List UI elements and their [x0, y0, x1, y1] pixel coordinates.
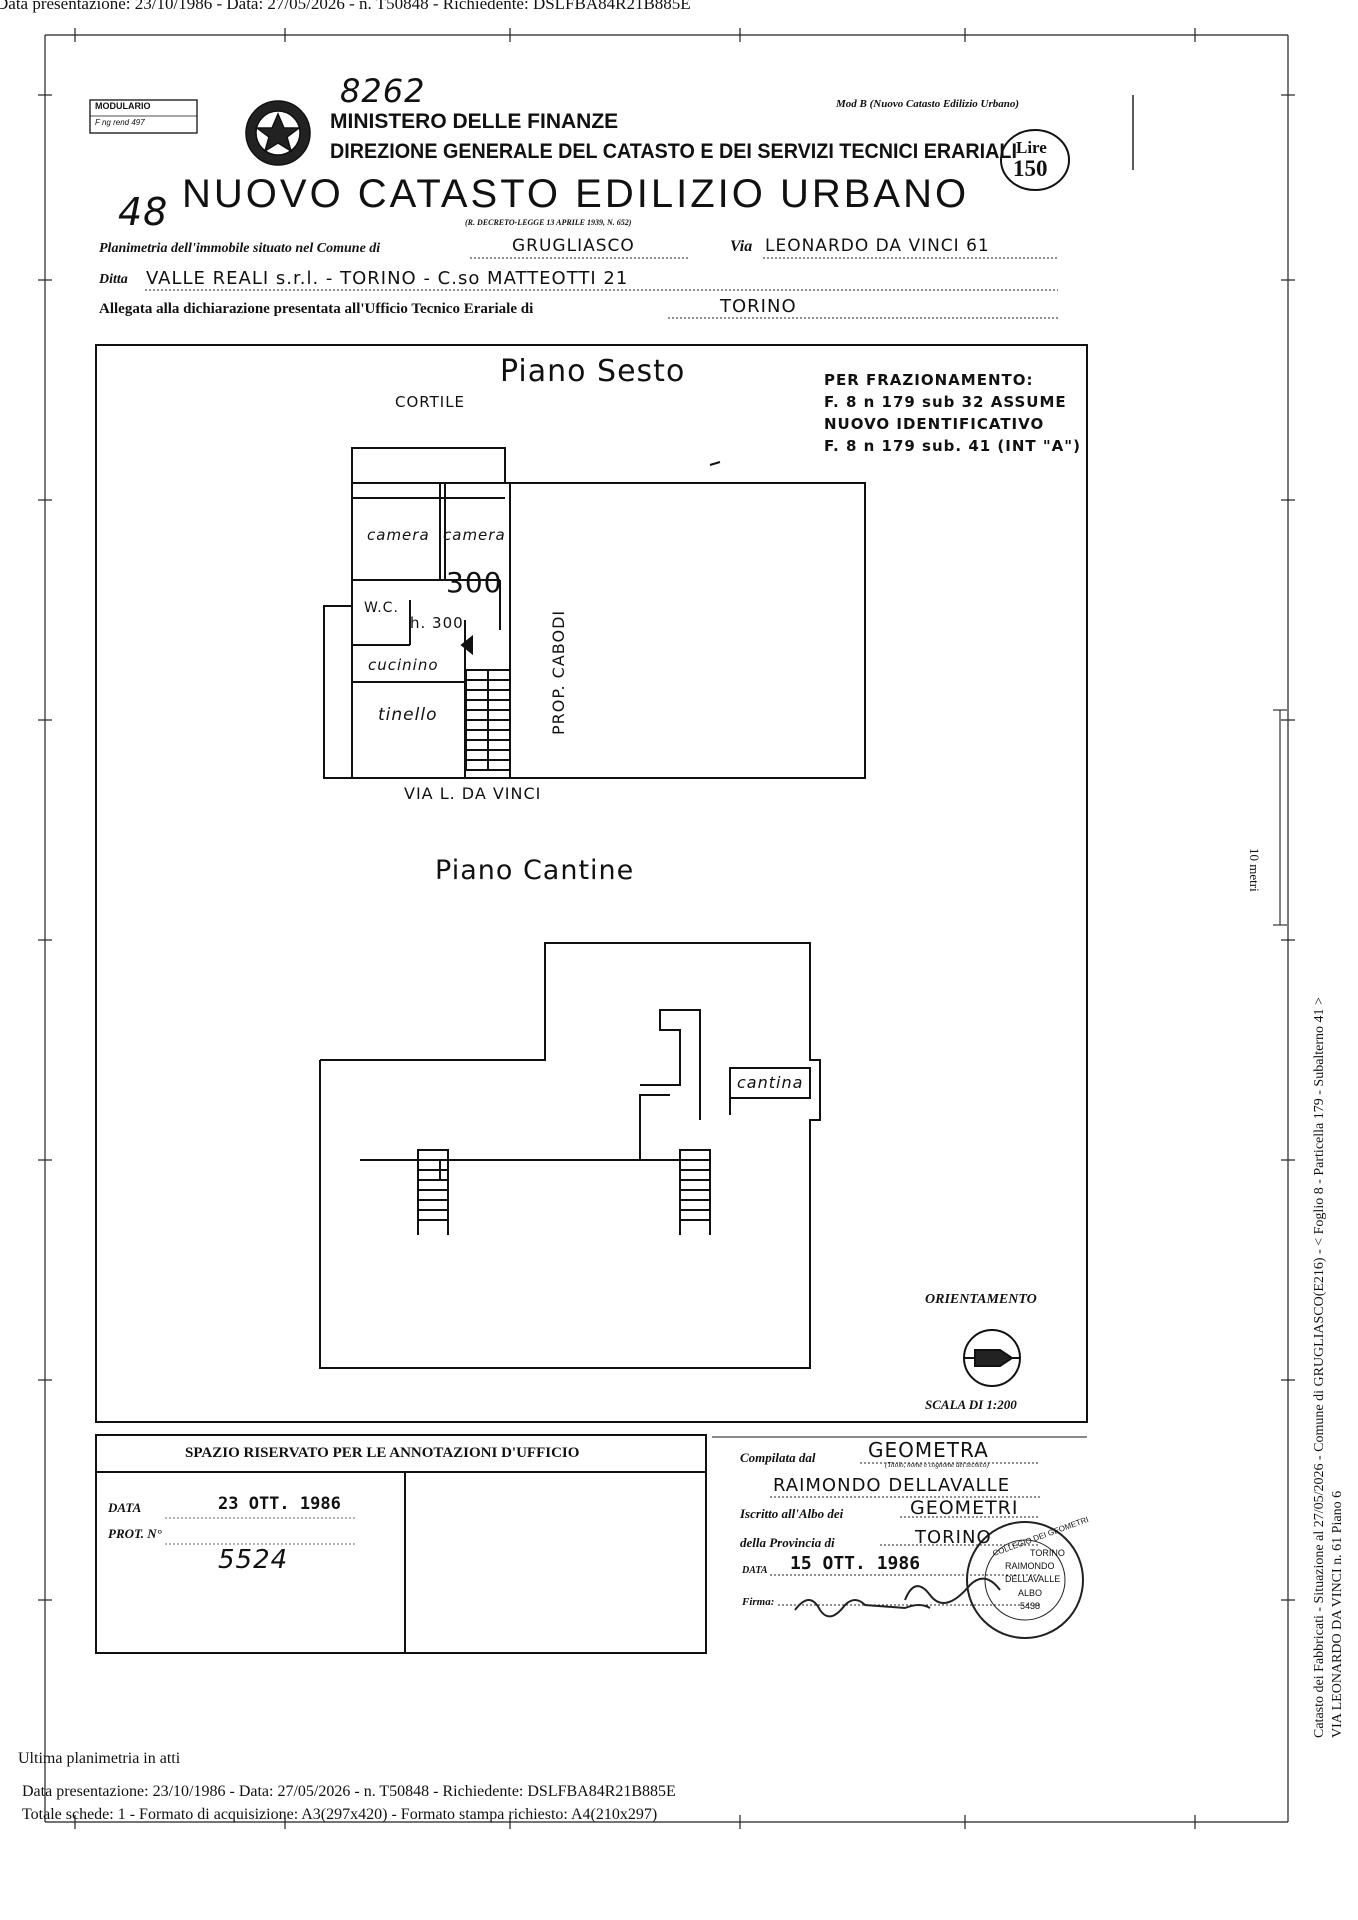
prop-cabodi-label: PROP. CABODI: [549, 609, 568, 735]
handwritten-number: 8262: [340, 72, 426, 110]
iscritto-value: GEOMETRI: [910, 1497, 1019, 1519]
modulario-box: [89, 99, 198, 134]
ultima-planimetria: Ultima planimetria in atti: [18, 1750, 181, 1767]
stamp-line: RAIMONDO: [1005, 1561, 1055, 1571]
piano-sesto-label: Piano Sesto: [500, 354, 686, 389]
frazionamento-line: F. 8 n 179 sub. 41 (INT "A"): [824, 437, 1081, 455]
ditta-value: VALLE REALI s.r.l. - TORINO - C.so MATTE…: [146, 268, 629, 289]
lire-label: Lire: [1016, 138, 1047, 157]
ufficio-value: TORINO: [720, 296, 797, 317]
office-data-label: DATA: [108, 1500, 142, 1515]
notary-stamp: [966, 1521, 1084, 1639]
orientamento-label: ORIENTAMENTO: [925, 1292, 1037, 1307]
direzione-title: DIREZIONE GENERALE DEL CATASTO E DEI SER…: [330, 140, 1017, 163]
catasto-title: NUOVO CATASTO EDILIZIO URBANO: [182, 172, 970, 216]
room-wc: W.C.: [364, 600, 399, 616]
room-cucinino: cucinino: [368, 656, 439, 674]
piano-cantine-label: Piano Cantine: [435, 855, 635, 886]
compass-icon: [963, 1329, 1021, 1387]
stamp-line: DELLAVALLE: [1005, 1574, 1061, 1584]
room-camera-2: camera: [443, 526, 506, 544]
compilata-label: Compilata dal: [740, 1450, 816, 1465]
room-tinello: tinello: [378, 705, 438, 725]
titolo-note: (Titolo, nome e cognome del tecnico): [885, 1461, 989, 1469]
allegata-label: Allegata alla dichiarazione presentata a…: [99, 301, 534, 317]
footer-line-1: Data presentazione: 23/10/1986 - Data: 2…: [22, 1783, 676, 1800]
office-table: [95, 1434, 1087, 1654]
signature-scribble: [794, 1577, 1001, 1618]
cortile-label: CORTILE: [395, 393, 466, 411]
republic-emblem: [245, 100, 311, 166]
top-header-line: Data presentazione: 23/10/1986 - Data: 2…: [0, 0, 691, 13]
frazionamento-line: PER FRAZIONAMENTO:: [824, 371, 1034, 389]
catasto-side-text: Catasto dei Fabbricati - Situazione al 2…: [1312, 997, 1327, 1738]
via-label: Via: [730, 238, 753, 255]
comune-value: GRUGLIASCO: [512, 236, 635, 256]
street-label: VIA L. DA VINCI: [404, 784, 542, 803]
ministry-title: MINISTERO DELLE FINANZE: [330, 110, 619, 133]
data2-value: 15 OTT. 1986: [790, 1553, 921, 1574]
lire-stamp: [1000, 129, 1070, 191]
decree-note: (R. DECRETO-LEGGE 13 APRILE 1939, N. 652…: [465, 218, 632, 227]
height-value: 300: [446, 566, 503, 599]
compilata-value: GEOMETRA: [868, 1438, 989, 1462]
office-data-value: 23 OTT. 1986: [218, 1494, 341, 1514]
address-side-text: VIA LEONARDO DA VINCI n. 61 Piano 6: [1330, 1490, 1345, 1738]
modulario-sub: F ng rend 497: [95, 118, 145, 127]
iscritto-label: Iscritto all'Albo dei: [740, 1506, 844, 1521]
stamp-line: TORINO: [1030, 1548, 1065, 1558]
mod-label: Mod B (Nuovo Catasto Edilizio Urbano): [836, 98, 1020, 110]
scale-bar: [1273, 709, 1287, 926]
room-camera-1: camera: [367, 526, 430, 544]
basement-plan: [319, 942, 821, 1369]
tecnico-name: RAIMONDO DELLAVALLE: [773, 1475, 1011, 1496]
frazionamento-line: F. 8 n 179 sub 32 ASSUME: [824, 393, 1067, 411]
height-label: h. 300: [410, 614, 464, 632]
sixth-floor-plan: [323, 447, 866, 779]
office-prot-value: 5524: [218, 1545, 289, 1575]
provincia-value: TORINO: [915, 1527, 992, 1548]
stamp-line: ALBO: [1018, 1588, 1043, 1598]
data2-label: DATA: [742, 1565, 768, 1576]
stamp-line: 5438: [1020, 1601, 1041, 1611]
scale-bar-label: 10 metri: [1247, 848, 1262, 892]
modulario-label: MODULARIO: [95, 101, 151, 111]
via-value: LEONARDO DA VINCI 61: [765, 236, 990, 256]
lire-value: 150: [1013, 156, 1048, 181]
ditta-label: Ditta: [99, 272, 128, 287]
firma-label: Firma:: [742, 1596, 775, 1608]
scale-label: SCALA DI 1:200: [925, 1397, 1017, 1412]
sheet-number: 48: [118, 190, 169, 234]
provincia-label: della Provincia di: [740, 1535, 835, 1550]
sheet-frame: [38, 28, 1295, 1829]
frazionamento-line: NUOVO IDENTIFICATIVO: [824, 415, 1045, 433]
plan-box: [95, 344, 1088, 1423]
planimetria-label: Planimetria dell'immobile situato nel Co…: [99, 241, 381, 256]
office-heading: SPAZIO RISERVATO PER LE ANNOTAZIONI D'UF…: [185, 1445, 580, 1461]
room-cantina: cantina: [737, 1073, 804, 1092]
office-prot-label: PROT. N°: [108, 1526, 162, 1541]
footer-line-2: Totale schede: 1 - Formato di acquisizio…: [22, 1806, 658, 1823]
